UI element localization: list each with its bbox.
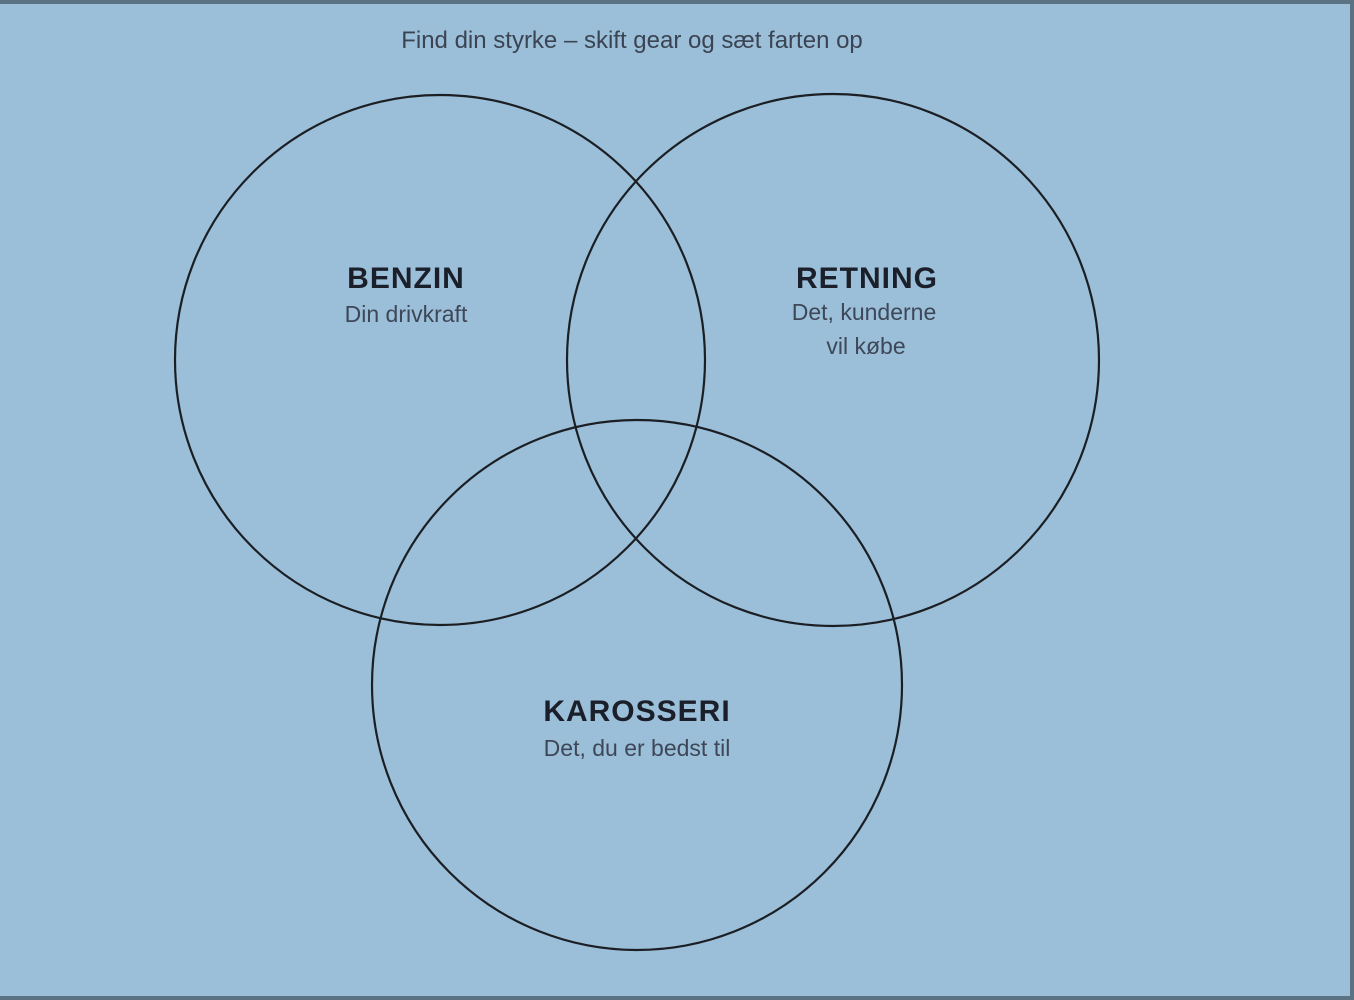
karosseri-subtitle: Det, du er bedst til (544, 735, 731, 761)
circle-retning (565, 92, 1101, 628)
karosseri-heading: KAROSSERI (543, 695, 730, 728)
circle-benzin (173, 93, 707, 627)
benzin-heading: BENZIN (347, 262, 465, 295)
benzin-subtitle: Din drivkraft (345, 301, 468, 327)
diagram-title: Find din styrke – skift gear og sæt fart… (401, 27, 863, 54)
retning-heading: RETNING (796, 262, 938, 295)
venn-diagram: Find din styrke – skift gear og sæt fart… (173, 27, 1101, 952)
retning-subtitle-line1: Det, kunderne (792, 299, 936, 325)
venn-diagram-canvas: Find din styrke – skift gear og sæt fart… (0, 4, 1350, 996)
circle-karosseri (370, 418, 904, 952)
retning-subtitle-line2: vil købe (826, 333, 905, 359)
